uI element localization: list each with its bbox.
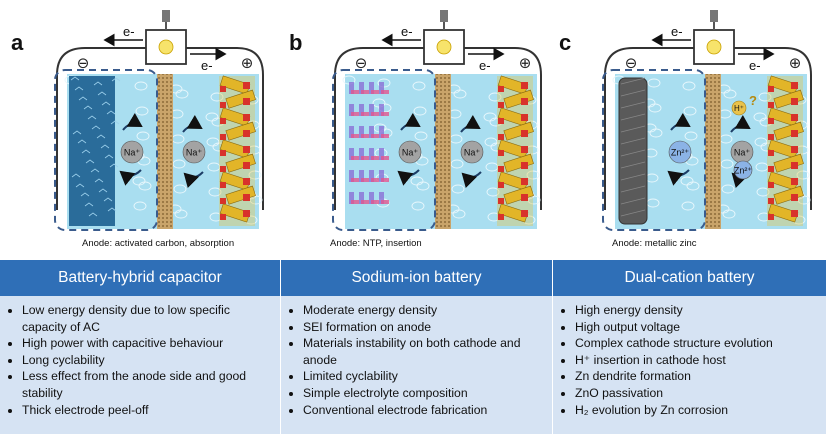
column-divider (280, 260, 281, 434)
cathode (219, 75, 256, 226)
list-item: Complex cathode structure evolution (575, 335, 818, 352)
positive-terminal-icon: ⊕ (519, 54, 532, 72)
cell-diagram: Na⁺ Na⁺ ⊖ ⊕ e-e- (332, 10, 542, 231)
column-sodium-ion-battery: Sodium-ion battery Moderate energy densi… (281, 260, 552, 434)
load-box (423, 29, 465, 65)
electron-label-left: e- (123, 24, 135, 39)
column-header: Battery-hybrid capacitor (0, 260, 280, 296)
ion-left (668, 140, 692, 164)
column-divider (552, 260, 553, 434)
ion-left (398, 140, 422, 164)
ion-flow-arrow (182, 114, 203, 133)
column-dual-cation-battery: Dual-cation battery High energy density … (553, 260, 826, 434)
ion-right-2-label: Zn²⁺ (734, 166, 753, 176)
ion-flow-arrow (183, 171, 204, 189)
list-item: Less effect from the anode side and good… (22, 368, 272, 401)
list-item: Moderate energy density (303, 302, 544, 319)
list-item: Materials instability on both cathode an… (303, 335, 544, 368)
negative-terminal-icon: ⊖ (625, 54, 638, 72)
column-header: Dual-cation battery (553, 260, 826, 296)
panel-letter: a (11, 30, 24, 55)
list-item: High power with capacitive behaviour (22, 335, 272, 352)
list-item: SEI formation on anode (303, 319, 544, 336)
anode-caption: Anode: NTP, insertion (330, 238, 422, 249)
proton-label: H⁺ (734, 104, 744, 113)
anode (618, 77, 648, 225)
anode (349, 82, 389, 204)
ion-right (182, 140, 206, 164)
cell-diagram: Zn²⁺ Na⁺ Zn²⁺ H⁺? ⊖ ⊕ e-e- (602, 10, 812, 231)
ion-right-label: Na⁺ (464, 148, 481, 158)
column-header: Sodium-ion battery (281, 260, 552, 296)
electron-label-left: e- (671, 24, 683, 39)
ion-flow-arrow (461, 171, 482, 189)
electron-label-left: e- (401, 24, 413, 39)
separator-membrane (435, 74, 451, 229)
electron-label-right: e- (749, 58, 761, 73)
ion-flow-arrow (730, 114, 751, 133)
electron-label-right: e- (201, 58, 213, 73)
list-item: Low energy density due to low specific c… (22, 302, 272, 335)
plug-icon (710, 10, 718, 22)
ion-left-label: Zn²⁺ (671, 148, 690, 158)
ion-flow-arrow (400, 112, 421, 131)
list-item: High energy density (575, 302, 818, 319)
negative-terminal-icon: ⊖ (77, 54, 90, 72)
ion-flow-arrow (670, 112, 691, 131)
ion-right-2 (733, 160, 753, 180)
ion-right (460, 140, 484, 164)
list-item: H₂ evolution by Zn corrosion (575, 402, 818, 419)
positive-terminal-icon: ⊕ (241, 54, 254, 72)
ion-left-label: Na⁺ (402, 148, 419, 158)
ion-flow-arrow (667, 169, 690, 186)
proton-bubble (731, 100, 747, 116)
ion-flow-arrow (397, 169, 420, 186)
ion-right-label: Na⁺ (734, 148, 751, 158)
cathode (767, 75, 804, 226)
bulb-icon (706, 39, 722, 55)
panel-letter: c (559, 30, 572, 55)
bulb-icon (436, 39, 452, 55)
positive-terminal-icon: ⊕ (789, 54, 802, 72)
list-item: H⁺ insertion in cathode host (575, 352, 818, 369)
ion-right-label: Na⁺ (186, 148, 203, 158)
anode-caption: Anode: activated carbon, absorption (82, 238, 235, 249)
column-battery-hybrid-capacitor: Battery-hybrid capacitor Low energy dens… (0, 260, 280, 434)
list-item: Thick electrode peel-off (22, 402, 272, 419)
ion-left (120, 140, 144, 164)
plug-icon (440, 10, 448, 22)
list-item: High output voltage (575, 319, 818, 336)
question-mark: ? (749, 93, 757, 108)
ion-flow-arrow (122, 112, 143, 131)
anode-caption: Anode: metallic zinc (612, 238, 697, 249)
plug-icon (162, 10, 170, 22)
anode-highlight-box (332, 69, 436, 231)
list-item: Simple electrolyte composition (303, 385, 544, 402)
panel-letter: b (289, 30, 303, 55)
list-item: Zn dendrite formation (575, 368, 818, 385)
cell-diagram: Na⁺ Na⁺ ⊖ ⊕ e-e- (54, 10, 264, 231)
separator-membrane (157, 74, 173, 229)
anode-highlight-box (54, 69, 158, 231)
list-item: ZnO passivation (575, 385, 818, 402)
ion-flow-arrow (119, 169, 142, 186)
electron-label-right: e- (479, 58, 491, 73)
ion-left-label: Na⁺ (124, 148, 141, 158)
list-item: Long cyclability (22, 352, 272, 369)
ion-flow-arrow (460, 114, 481, 133)
separator-membrane (705, 74, 721, 229)
list-item: Limited cyclability (303, 368, 544, 385)
list-item: Conventional electrode fabrication (303, 402, 544, 419)
bulb-icon (158, 39, 174, 55)
anode-highlight-box (602, 69, 706, 231)
negative-terminal-icon: ⊖ (355, 54, 368, 72)
anode (69, 76, 121, 226)
comparison-table: Battery-hybrid capacitor Low energy dens… (0, 260, 826, 434)
cathode (497, 75, 534, 226)
